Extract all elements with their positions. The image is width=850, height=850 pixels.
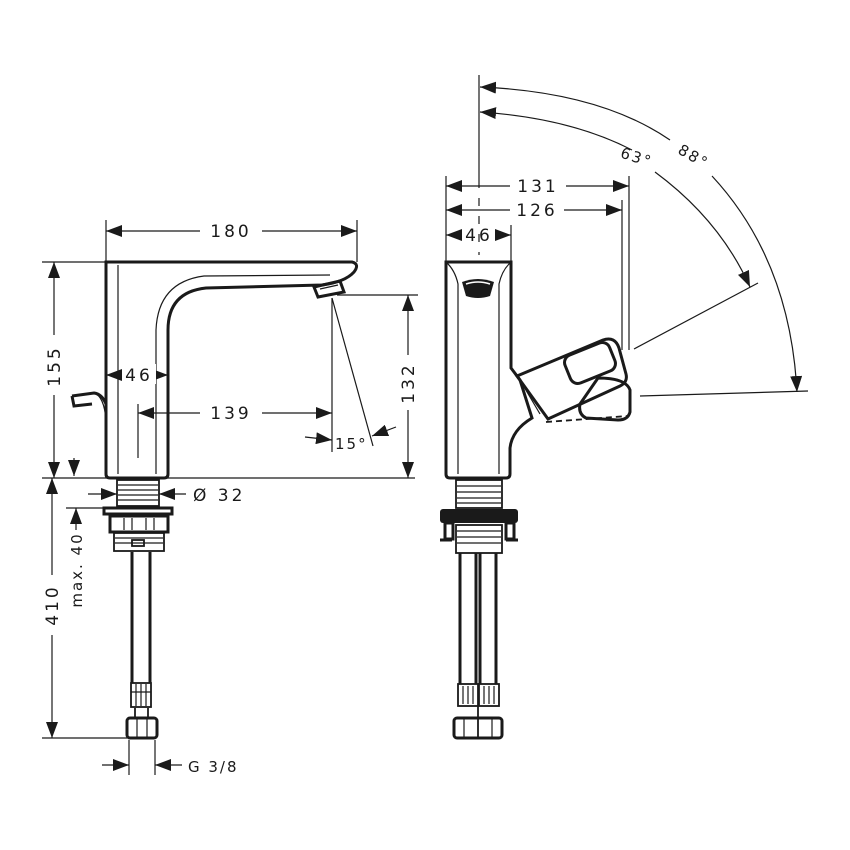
- dim-spout-length: 180: [105, 220, 358, 262]
- label-max-counter-thickness: max. 40: [68, 532, 86, 607]
- dim-spout-angle: 15°: [304, 297, 397, 453]
- label-outlet-height: 132: [399, 362, 419, 403]
- label-body-width-side: 46: [125, 366, 153, 386]
- lever-front: [514, 337, 632, 423]
- dim-total-height: 155: [42, 261, 415, 479]
- label-hose-length: 410: [43, 584, 63, 625]
- label-lever-reach-max: 131: [517, 177, 558, 197]
- dim-spout-reach: 139: [137, 404, 332, 458]
- dim-outlet-height: 132: [337, 294, 419, 478]
- label-lever-angle-88: 88°: [675, 141, 712, 173]
- dim-body-width-front: 46: [446, 225, 512, 262]
- label-lever-reach: 126: [516, 201, 557, 221]
- dim-lever-angles: 63°: [479, 81, 809, 397]
- dim-connection-thread: G 3/8: [102, 740, 239, 776]
- label-spout-reach: 139: [210, 404, 251, 424]
- supply-hose-side: [125, 552, 159, 740]
- label-spout-angle: 15°: [335, 435, 368, 453]
- dim-lever-reach: 126: [446, 200, 623, 350]
- label-connection-thread: G 3/8: [188, 758, 239, 776]
- mounting-thread-front: [440, 479, 518, 554]
- label-total-height: 155: [45, 345, 65, 386]
- side-view: 180 155 46 139: [42, 220, 419, 776]
- dim-max-counter-thickness: max. 40: [66, 507, 104, 608]
- dim-hose-length: 410: [42, 478, 127, 739]
- label-thread-diameter: Ø 32: [193, 486, 245, 506]
- supply-hoses-front: [452, 553, 504, 740]
- dim-body-width-side: 46: [106, 364, 168, 386]
- faucet-body-front: [444, 260, 632, 480]
- label-lever-angle-63: 63°: [618, 144, 655, 171]
- label-body-width-front: 46: [465, 226, 493, 246]
- dim-thread-diameter: Ø 32: [88, 486, 245, 506]
- mounting-thread-side: [102, 479, 174, 552]
- faucet-body-side: [70, 260, 359, 480]
- front-view: 131 126 46 63° 88°: [440, 75, 809, 740]
- label-spout-length: 180: [210, 222, 251, 242]
- dim-lever-reach-max: 131: [445, 176, 630, 350]
